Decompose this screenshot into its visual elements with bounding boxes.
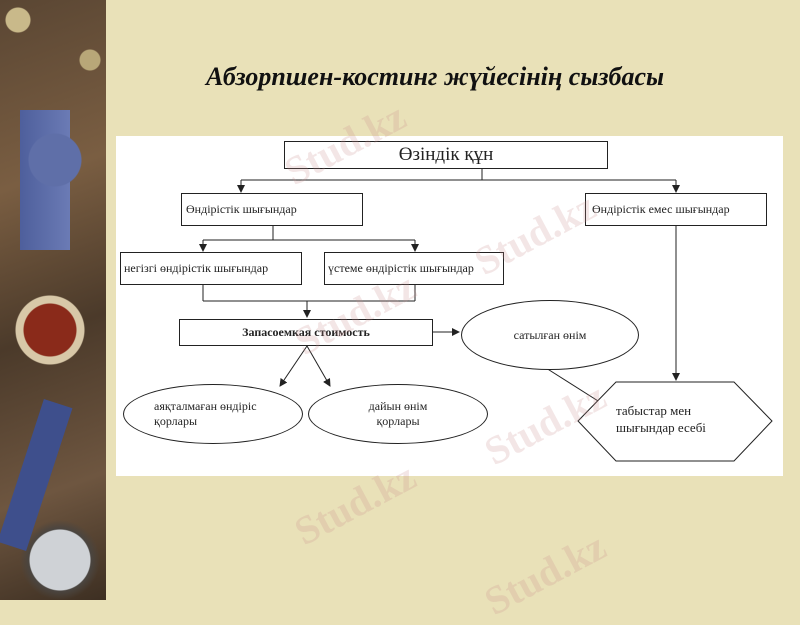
slide-title: Абзорпшен-костинг жүйесінің сызбасы [205,62,665,91]
node-wip-inventory: аяқталмаған өндіріс қорлары [123,384,303,444]
node-sold-product: сатылған өнім [461,300,639,370]
decorative-medal-strip [0,0,106,600]
node-cost-price: Өзіндік құн [284,141,608,169]
node-income-statement: табыстар мен шығындар есебі [616,403,706,435]
node-finished-goods: дайын өнім қорлары [308,384,488,444]
diagram-panel: Өзіндік құн Өндірістік шығындар Өндіріст… [116,136,783,476]
node-inventoriable-cost: Запасоемкая стоимость [179,319,433,346]
node-production-costs: Өндірістік шығындар [181,193,363,226]
connector-lines [199,168,773,462]
ribbon-decoration [0,399,73,551]
node-direct-production-costs: негізгі өндірістік шығындар [120,252,302,285]
watermark: Stud.kz [477,523,614,624]
node-overhead-production-costs: үстеме өндірістік шығындар [324,252,504,285]
node-non-production-costs: Өндірістік емес шығындар [585,193,767,226]
